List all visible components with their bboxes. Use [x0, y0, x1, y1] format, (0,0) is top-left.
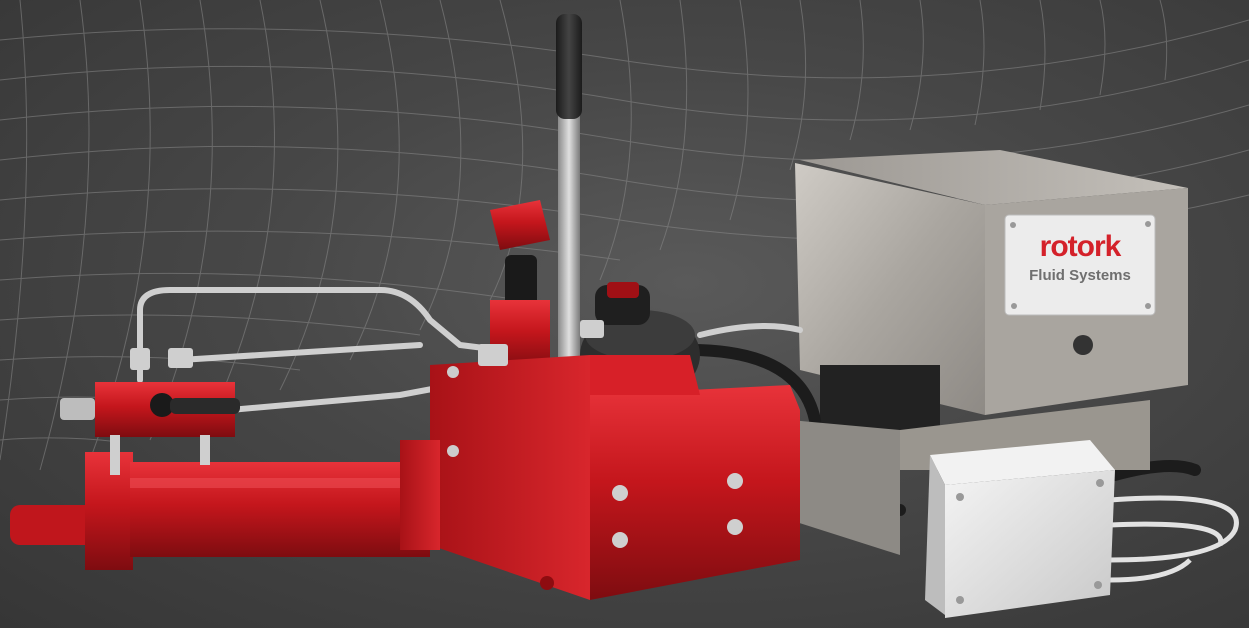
- hydraulic-cylinder: [10, 440, 440, 570]
- control-enclosure: [795, 150, 1188, 435]
- override-valve: [60, 382, 240, 475]
- mounting-bracket: [790, 420, 900, 555]
- gland-icon: [1073, 335, 1093, 355]
- pump-handle[interactable]: [556, 14, 582, 410]
- brand-subtitle: Fluid Systems: [1029, 267, 1131, 284]
- brand-logo: rotork: [1039, 230, 1122, 263]
- junction-box: [925, 440, 1115, 618]
- hand-pump: [490, 200, 550, 370]
- pipe-fittings: [130, 320, 604, 370]
- actuator-body: [430, 355, 800, 600]
- conduit: [1109, 495, 1239, 583]
- logo-plate: [1004, 214, 1156, 316]
